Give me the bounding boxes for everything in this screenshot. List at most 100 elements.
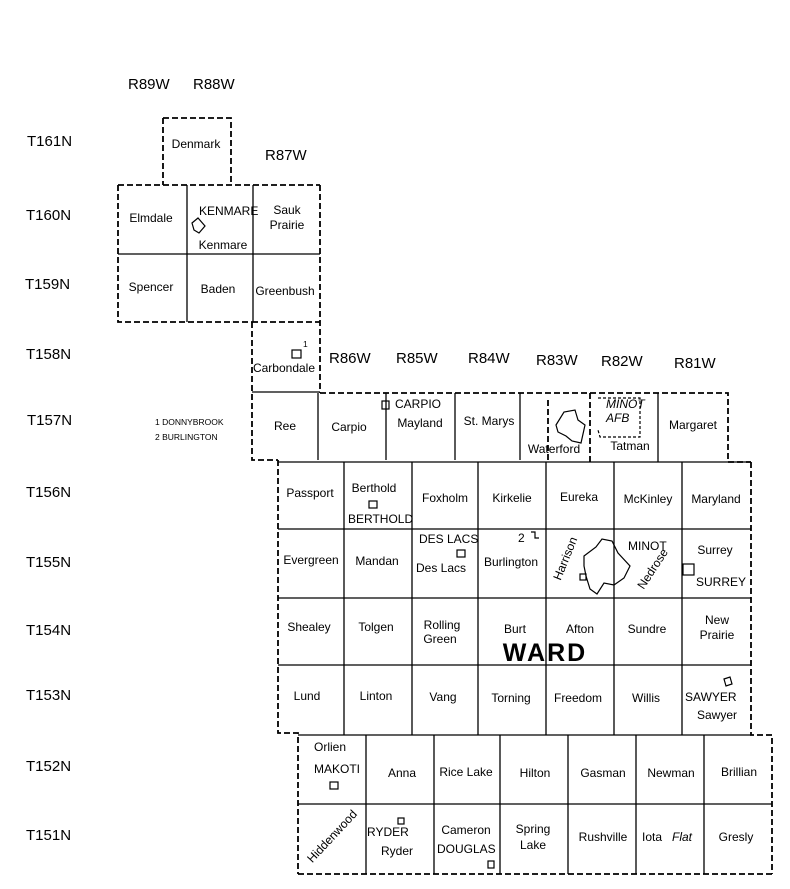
township-burlington: Burlington xyxy=(484,555,538,569)
township-spencer: Spencer xyxy=(129,280,174,294)
township-willis: Willis xyxy=(632,691,660,705)
city-minot-afb: AFB xyxy=(605,411,629,425)
township-mandan: Mandan xyxy=(355,554,398,568)
city-sawyer: SAWYER xyxy=(685,690,737,704)
township-rushville: Rushville xyxy=(579,830,628,844)
township-vang: Vang xyxy=(429,690,456,704)
township-newman: Newman xyxy=(647,766,694,780)
township-spring-lake: Spring xyxy=(516,822,551,836)
township-evergreen: Evergreen xyxy=(283,553,338,567)
township-label: T152N xyxy=(26,758,71,775)
township-anna: Anna xyxy=(388,766,416,780)
city-ryder: RYDER xyxy=(367,825,409,839)
township-gasman: Gasman xyxy=(580,766,625,780)
township-rolling-green: Green xyxy=(423,632,456,646)
city-minot: MINOT xyxy=(628,539,667,553)
township-kirkelie: Kirkelie xyxy=(492,491,532,505)
township-harrison: Harrison xyxy=(550,535,580,582)
city-minot-afb: MINOT xyxy=(606,397,646,411)
range-label: R84W xyxy=(468,350,511,367)
township-passport: Passport xyxy=(286,486,334,500)
township-label: T153N xyxy=(26,687,71,704)
township-hilton: Hilton xyxy=(520,766,551,780)
township-orlien: Orlien xyxy=(314,740,346,754)
minot-afb-boundary xyxy=(597,397,641,438)
range-label: R82W xyxy=(601,353,644,370)
range-label: R86W xyxy=(329,350,372,367)
township-gresly: Gresly xyxy=(719,830,754,844)
city-names: KENMARE CARPIO MINOT AFB BERTHOLD DES LA… xyxy=(199,204,746,856)
township-label: T160N xyxy=(26,207,71,224)
place-number-donnybrook: 1 xyxy=(303,339,308,349)
township-foxholm: Foxholm xyxy=(422,491,468,505)
township-shealey: Shealey xyxy=(287,620,330,634)
township-freedom: Freedom xyxy=(554,691,602,705)
surrey-shape xyxy=(682,563,695,576)
township-ryder: Ryder xyxy=(381,844,413,858)
waterford-area-shape xyxy=(555,409,586,444)
city-carpio: CARPIO xyxy=(395,397,441,411)
township-surrey: Surrey xyxy=(697,543,732,557)
township-rolling-green: Rolling xyxy=(424,618,461,632)
place-legend: 1 DONNYBROOK 2 BURLINGTON xyxy=(155,417,224,442)
minot-city-shape xyxy=(583,538,631,595)
township-mayland: Mayland xyxy=(397,416,442,430)
township-grid xyxy=(117,117,773,875)
city-berthold: BERTHOLD xyxy=(348,512,413,526)
township-st-marys: St. Marys xyxy=(464,414,515,428)
township-berthold: Berthold xyxy=(352,481,397,495)
township-margaret: Margaret xyxy=(669,418,718,432)
makoti-shape xyxy=(329,781,339,790)
township-carpio: Carpio xyxy=(331,420,367,434)
township-label: T154N xyxy=(26,622,71,639)
place-numbers: 1 2 xyxy=(303,339,525,545)
township-eureka: Eureka xyxy=(560,490,598,504)
township-rice-lake: Rice Lake xyxy=(439,765,493,779)
township-tolgen: Tolgen xyxy=(358,620,393,634)
range-label: R81W xyxy=(674,355,717,372)
township-new-prairie: Prairie xyxy=(700,628,735,642)
douglas-shape xyxy=(487,860,495,869)
township-hiddenwood: Hiddenwood xyxy=(304,807,360,865)
range-label: R83W xyxy=(536,352,579,369)
township-sauk-prairie: Prairie xyxy=(270,218,305,232)
city-makoti: MAKOTI xyxy=(314,762,360,776)
township-elmdale: Elmdale xyxy=(129,211,173,225)
township-label: T157N xyxy=(27,412,72,429)
burlington-shape xyxy=(531,531,539,539)
township-lund: Lund xyxy=(294,689,321,703)
kenmare-city-shape xyxy=(191,217,206,234)
township-iota-flat: Iota xyxy=(642,830,662,844)
donnybrook-shape xyxy=(291,349,302,359)
township-spring-lake: Lake xyxy=(520,838,546,852)
township-greenbush: Greenbush xyxy=(255,284,314,298)
township-burt: Burt xyxy=(504,622,527,636)
township-label: T151N xyxy=(26,827,71,844)
township-mckinley: McKinley xyxy=(624,492,673,506)
township-label: T158N xyxy=(26,346,71,363)
township-brillian: Brillian xyxy=(721,765,757,779)
carpio-shape xyxy=(381,400,390,410)
township-names: Denmark Elmdale Kenmare Sauk Prairie Spe… xyxy=(129,137,757,865)
city-des-lacs: DES LACS xyxy=(419,532,478,546)
berthold-shape xyxy=(368,500,378,509)
township-label: T156N xyxy=(26,484,71,501)
township-sundre: Sundre xyxy=(628,622,667,636)
range-label: R88W xyxy=(193,76,236,93)
township-tatman: Tatman xyxy=(610,439,649,453)
township-labels: T161N T160N T159N T158N T157N T156N T155… xyxy=(25,133,72,844)
city-douglas: DOUGLAS xyxy=(437,842,496,856)
township-sawyer: Sawyer xyxy=(697,708,737,722)
range-label: R87W xyxy=(265,147,308,164)
township-carbondale: Carbondale xyxy=(253,361,315,375)
township-maryland: Maryland xyxy=(691,492,740,506)
city-shapes xyxy=(191,217,733,869)
range-label: R89W xyxy=(128,76,171,93)
city-kenmare: KENMARE xyxy=(199,204,258,218)
township-afton: Afton xyxy=(566,622,594,636)
township-denmark: Denmark xyxy=(172,137,222,151)
township-ree: Ree xyxy=(274,419,296,433)
township-new-prairie: New xyxy=(705,613,729,627)
range-label: R85W xyxy=(396,350,439,367)
